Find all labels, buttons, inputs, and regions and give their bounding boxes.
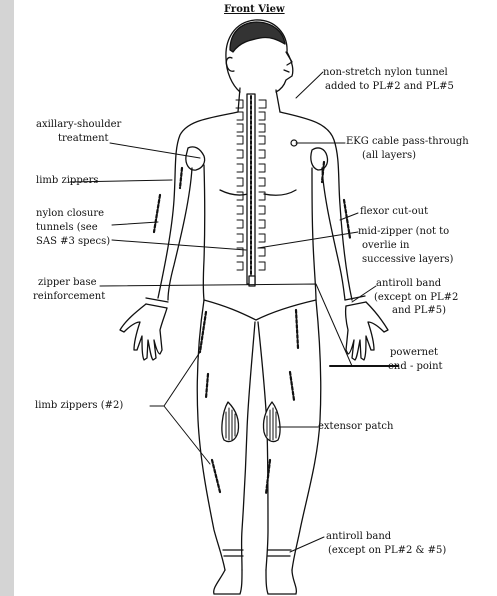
label-ekg-line1: EKG cable pass-through (346, 136, 469, 148)
label-midzipper-line2: overlie in (362, 240, 410, 252)
label-zipper-base-line2: reinforcement (33, 291, 105, 303)
label-midzipper-line1: mid-zipper (not to (358, 226, 449, 238)
hip-line (204, 300, 316, 320)
label-tunnel-line1: non-stretch nylon tunnel (323, 67, 448, 79)
pectoral-line (220, 190, 296, 195)
label-antiroll-line3: and PL#5) (392, 305, 446, 317)
left-leg-inner (242, 322, 255, 570)
face-profile (284, 52, 292, 72)
label-antiroll-line2: (except on PL#2 (374, 292, 458, 304)
label-nylon-line2: tunnels (see (36, 222, 98, 234)
right-inner-arm (322, 168, 345, 300)
right-wrist-band (345, 296, 366, 306)
left-foot (214, 570, 242, 594)
label-extensor-patch: extensor patch (318, 421, 393, 433)
right-leg-inner (258, 322, 268, 570)
right-side (312, 168, 316, 300)
label-nylon-line1: nylon closure (36, 208, 104, 220)
label-midzipper-line3: successive layers) (362, 254, 453, 266)
label-powernet-line1: powernet (390, 347, 438, 359)
right-hand (346, 302, 388, 360)
label-tunnel-line2: added to PL#2 and PL#5 (325, 81, 454, 93)
right-ankle-band (268, 550, 291, 556)
left-ankle-band (223, 550, 243, 556)
neck-right (276, 90, 280, 112)
label-antiroll2-line2: (except on PL#2 & #5) (328, 545, 446, 557)
label-antiroll-line1: antiroll band (376, 278, 441, 290)
label-axillary-line1: axillary-shoulder (36, 119, 121, 131)
right-shoulder-cap (311, 148, 328, 170)
label-limb-zippers-2: limb zippers (#2) (35, 400, 123, 412)
leader-lines (70, 72, 376, 552)
label-antiroll2-line1: antiroll band (326, 531, 391, 543)
label-flexor: flexor cut-out (360, 206, 428, 218)
center-zipper (247, 94, 255, 286)
left-shoulder-cap (186, 147, 205, 170)
label-axillary-line2: treatment (58, 133, 109, 145)
label-ekg-line2: (all layers) (362, 150, 416, 162)
label-zipper-base-line1: zipper base (38, 277, 97, 289)
left-side (203, 165, 205, 300)
left-extensor-patch (222, 402, 239, 442)
left-hand (120, 304, 167, 360)
label-limb-zippers: limb zippers (36, 175, 99, 187)
right-foot (266, 570, 296, 594)
label-nylon-line3: SAS #3 specs) (36, 236, 110, 248)
torso-left-outline (158, 112, 238, 298)
right-leg-outer (292, 300, 321, 570)
diagram-title: Front View (224, 4, 285, 16)
label-powernet-line2: end - point (388, 361, 443, 373)
left-wrist-band (146, 298, 168, 308)
